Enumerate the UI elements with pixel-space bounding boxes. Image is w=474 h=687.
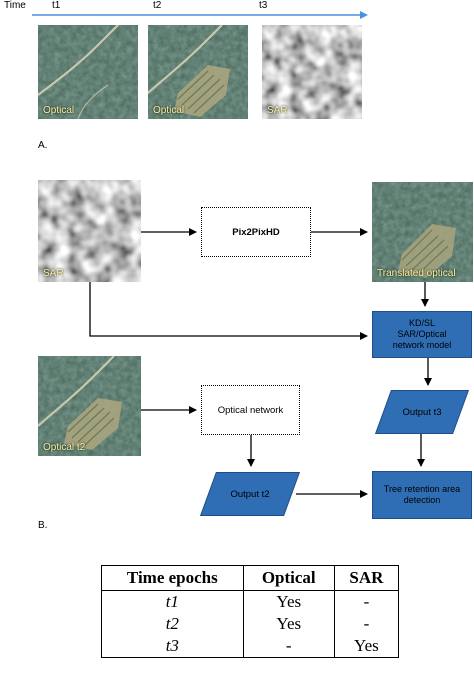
output-t2-label: Output t2 (230, 488, 270, 500)
sar-t3-image: SAR (262, 25, 362, 119)
table-cell-optical: - (243, 635, 335, 658)
epoch-label-t1: t1 (52, 0, 61, 11)
kd-sl-network-label: KD/SL SAR/Optical network model (392, 317, 452, 351)
table-cell-epoch: t3 (101, 635, 244, 658)
timeline-arrow (32, 11, 368, 19)
sar-input-tag: SAR (43, 268, 64, 279)
optical-t2-tag: Optical (153, 105, 185, 116)
optical-t2-input-tag: Optical t2 (43, 442, 86, 453)
panel-a-caption: A. (38, 140, 48, 151)
table-header-optical: Optical (243, 565, 335, 591)
sar-input-image: SAR (38, 180, 141, 282)
time-epochs-table: Time epochs Optical SAR t1 Yes - t2 Yes … (101, 565, 399, 658)
translated-optical-image: Translated optical (372, 182, 473, 282)
pix2pixhd-label: Pix2PixHD (232, 226, 280, 238)
table-cell-sar: - (363, 592, 370, 611)
optical-t2-image: Optical (148, 25, 248, 119)
optical-t1-image: Optical (38, 25, 138, 119)
table-header-time-epochs: Time epochs (101, 565, 244, 591)
table-cell-epoch: t1 (101, 590, 244, 613)
optical-t2-input-image: Optical t2 (38, 356, 141, 456)
table-cell-sar: Yes (354, 636, 379, 655)
table-header-row: Time epochs Optical SAR (101, 565, 399, 591)
table-cell-optical: Yes (243, 590, 335, 613)
table-row: t3 - Yes (101, 635, 399, 658)
tree-retention-detection-box: Tree retention area detection (372, 471, 472, 519)
pix2pixhd-box: Pix2PixHD (201, 207, 311, 257)
panel-b-caption: B. (38, 520, 48, 531)
arrow-sar-to-kd (89, 282, 368, 340)
translated-optical-tag: Translated optical (377, 268, 456, 279)
optical-network-label: Optical network (217, 404, 284, 416)
table-cell-optical: Yes (243, 613, 335, 635)
table-row: t2 Yes - (101, 613, 399, 635)
table-row: t1 Yes - (101, 590, 399, 613)
output-t3-box: Output t3 (374, 390, 470, 434)
flow-connectors (89, 228, 432, 498)
epoch-label-t2: t2 (153, 0, 162, 11)
table-cell-epoch: t2 (101, 613, 244, 635)
output-t2-box: Output t2 (199, 472, 301, 516)
epoch-label-t3: t3 (259, 0, 268, 11)
time-axis-label: Time (4, 0, 26, 11)
output-t3-label: Output t3 (402, 406, 442, 418)
optical-network-box: Optical network (201, 385, 300, 435)
optical-t1-tag: Optical (43, 105, 75, 116)
table-cell-sar: - (363, 614, 370, 633)
table-header-sar: SAR (334, 565, 399, 591)
tree-retention-detection-label: Tree retention area detection (383, 483, 461, 505)
sar-t3-tag: SAR (267, 105, 288, 116)
kd-sl-network-box: KD/SL SAR/Optical network model (372, 311, 472, 358)
